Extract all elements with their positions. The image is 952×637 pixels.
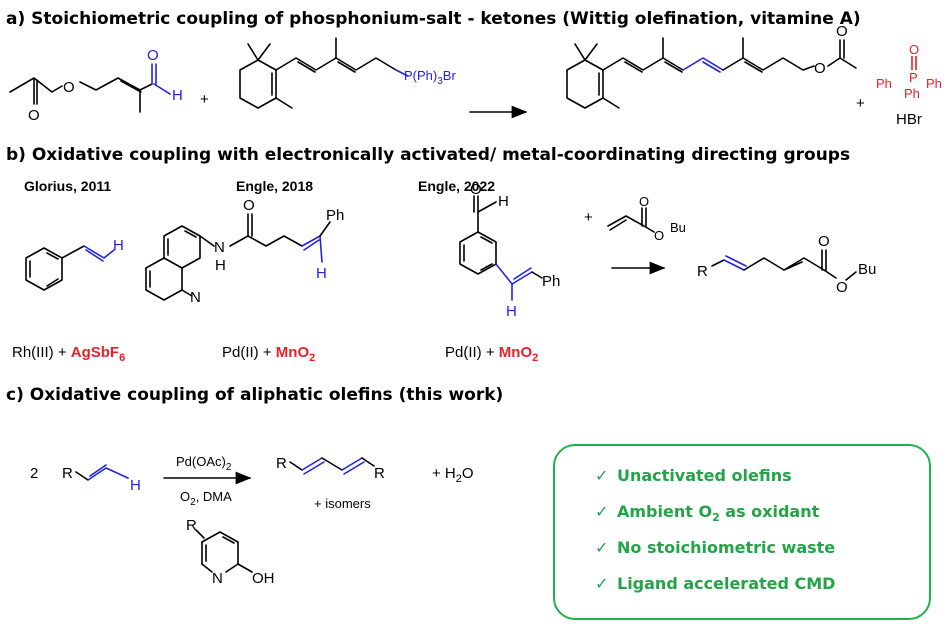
section-b-title: b) Oxidative coupling with electronicall… — [6, 145, 850, 165]
hydroxypyridine-ligand: R N OH — [186, 517, 275, 587]
triphenylphosphine-oxide: O P Ph Ph Ph HBr — [876, 42, 942, 128]
plus-sign-a: + — [200, 91, 209, 108]
section-c-title: c) Oxidative coupling of aliphatic olefi… — [6, 385, 503, 405]
olefin-reactant-c: 2 R H — [30, 464, 141, 494]
ligand-hydroxyl: OH — [252, 570, 275, 587]
product-R1: R — [276, 455, 287, 472]
isomers-label: + isomers — [314, 496, 371, 511]
product-R2: R — [374, 465, 385, 482]
amide-nitrogen: N — [214, 239, 225, 256]
aldehyde-reactant: O O O H — [9, 47, 183, 124]
stoich-coefficient: 2 — [30, 465, 38, 482]
tppo-phenyl-left: Ph — [876, 76, 892, 91]
styrene-hydrogen: H — [113, 237, 124, 254]
check-icon: ✓ — [595, 538, 609, 557]
tppo-oxygen: O — [909, 42, 919, 57]
author-engle-2022: Engle, 2022 — [418, 178, 495, 194]
acrylate-butyl: Bu — [670, 220, 686, 235]
acrylate-ester-oxygen: O — [654, 228, 664, 243]
ester-oxygen: O — [63, 79, 75, 96]
aldehyde-oxygen: O — [147, 47, 159, 64]
acrylate-carbonyl-oxygen: O — [639, 194, 649, 209]
highlights-box: ✓Unactivated olefins ✓Ambient O2 as oxid… — [553, 444, 931, 620]
carbonyl-oxygen: O — [28, 107, 40, 124]
diene-product-c: R R + H2O + isomers — [276, 455, 474, 511]
conditions-label: O2, DMA — [180, 489, 232, 508]
product-ester-oxygen-b: O — [836, 279, 848, 296]
phosphonium-label: P(Ph)3Br — [404, 68, 456, 87]
reactant-H: H — [130, 477, 141, 494]
section-a-title: a) Stoichiometric coupling of phosphoniu… — [6, 9, 861, 29]
phosphonium-salt: P(Ph)3Br — [239, 37, 456, 109]
hbr-byproduct: HBr — [896, 111, 922, 128]
styrene-substrate: H — [25, 237, 124, 291]
conditions-engle-2018: Pd(II) + MnO2 — [222, 344, 315, 364]
tppo-phosphorus: P — [909, 70, 918, 85]
aldehyde-hydrogen-b: H — [498, 193, 509, 210]
aldehyde-oxygen-b: O — [470, 181, 482, 198]
ligand-R: R — [186, 517, 197, 534]
product-R-b: R — [697, 263, 708, 280]
plus-sign-b: + — [584, 209, 593, 226]
check-icon: ✓ — [595, 574, 609, 593]
author-glorius: Glorius, 2011 — [24, 178, 111, 194]
amide-oxygen: O — [243, 197, 255, 214]
conditions-engle-2022: Pd(II) + MnO2 — [445, 344, 538, 364]
phenyl-label-1: Ph — [326, 207, 344, 224]
butyl-acrylate: O O Bu — [607, 194, 686, 243]
product-carbonyl-oxygen: O — [836, 23, 848, 40]
vinyl-hydrogen-1: H — [316, 265, 327, 282]
product-carbonyl-oxygen-b: O — [818, 233, 830, 250]
check-icon: ✓ — [595, 466, 609, 485]
quinoline-amide-substrate: O N H N Ph H — [145, 197, 344, 306]
highlight-item: ✓Unactivated olefins — [595, 464, 929, 500]
amide-nh: H — [215, 257, 226, 274]
vinyl-hydrogen-2: H — [506, 303, 517, 320]
highlight-item: ✓Ligand accelerated CMD — [595, 572, 929, 608]
reactant-R: R — [62, 465, 73, 482]
tppo-phenyl-right: Ph — [926, 76, 942, 91]
phenyl-label-2: Ph — [542, 273, 560, 290]
retinyl-acetate-product: O O — [566, 23, 857, 109]
check-icon: ✓ — [595, 502, 609, 521]
conditions-glorius: Rh(III) + AgSbF6 — [12, 344, 125, 364]
water-byproduct: + H2O — [432, 465, 474, 485]
styrylbenzaldehyde-substrate: O H Ph H — [459, 181, 560, 320]
quinoline-nitrogen: N — [190, 289, 201, 306]
highlight-item: ✓Ambient O2 as oxidant — [595, 502, 820, 525]
ligand-nitrogen: N — [212, 570, 223, 587]
highlight-item: ✓No stoichiometric waste — [595, 536, 929, 572]
dienoate-product: R O O Bu — [697, 233, 876, 296]
product-ester-oxygen: O — [814, 60, 826, 77]
author-engle-2018: Engle, 2018 — [236, 178, 313, 194]
catalyst-label: Pd(OAc)2 — [176, 454, 232, 473]
tppo-phenyl-mid: Ph — [904, 86, 920, 101]
plus-sign-a2: + — [856, 95, 865, 112]
aldehyde-hydrogen: H — [172, 87, 183, 104]
product-butyl-b: Bu — [858, 261, 876, 278]
